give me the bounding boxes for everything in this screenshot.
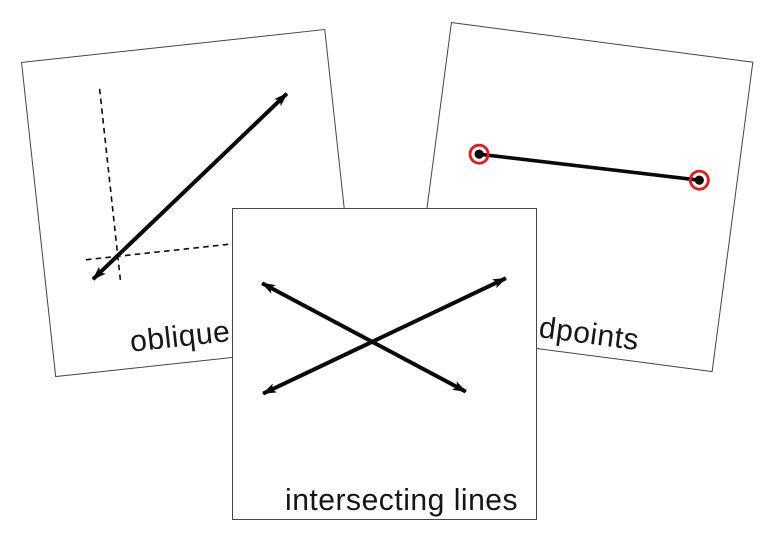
card-oblique: oblique [21, 28, 360, 378]
card-endpoints: dpoints [410, 22, 754, 373]
endpoints-figure: dpoints [468, 143, 710, 357]
card-label-intersecting: intersecting lines [285, 484, 518, 517]
endpoint-red-circle-left [468, 143, 490, 165]
oblique-figure: oblique [85, 88, 289, 359]
endpoint-dot-right [694, 175, 704, 185]
endpoint-dot-left [474, 149, 484, 159]
card-label-endpoints: dpoints [537, 311, 641, 357]
oblique-line-arrow [91, 92, 289, 281]
line-segment [477, 152, 702, 182]
card-intersecting: intersecting lines [232, 208, 537, 520]
intersecting-line-b [262, 276, 507, 396]
intersecting-figure: intersecting lines [261, 276, 518, 517]
endpoint-red-circle-right [688, 169, 710, 191]
intersecting-line-a [261, 281, 467, 394]
card-label-oblique: oblique [128, 315, 232, 359]
